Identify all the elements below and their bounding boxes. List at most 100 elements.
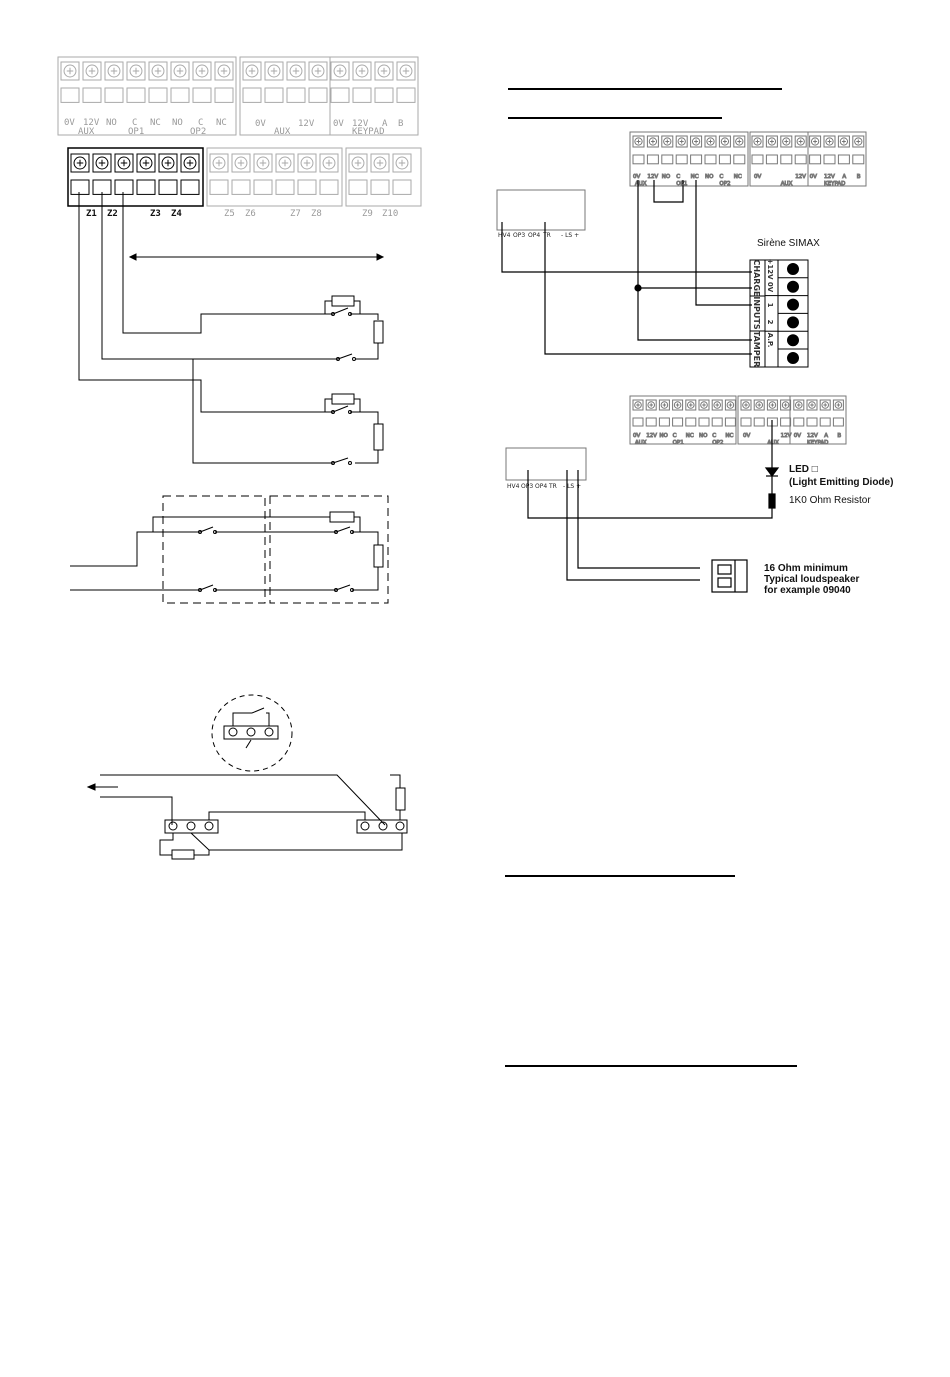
aux-keypad-slot [264,87,284,103]
zone-screw [70,153,90,173]
aux-keypad-screw [286,61,306,81]
terminal-label: 12V [795,174,806,180]
panel-screw [724,399,736,411]
zone-label: Z5 [224,209,235,219]
zone-inactive-slot [231,179,251,195]
zone-label: Z6 [245,209,256,219]
aux-keypad-screw [308,61,328,81]
aux-op-screw [60,61,80,81]
panel-screw [646,135,659,148]
terminal-label: C [712,433,716,439]
svg-text:KEYPAD: KEYPAD [824,181,845,187]
led-description: (Light Emitting Diode) [789,477,893,488]
terminal-group-label: OP2 [190,127,206,137]
panel-screw [690,135,703,148]
terminal-label: A [824,433,828,439]
module-2-label-op4: OP4 [535,483,547,490]
terminal-label: 12V [647,174,658,180]
zone-inactive-slot [253,179,273,195]
panel-slot [718,154,731,165]
zone-inactive-slot [392,179,412,195]
siren-terminal-label: 1 [766,303,774,308]
zone-slot [136,179,156,195]
zone-inactive-screw [275,153,295,173]
terminal-label: NC [691,174,699,180]
siren-group-label: INPUTS [752,296,761,329]
panel-slot [852,154,865,165]
panel-slot [806,417,818,427]
panel-screw [711,399,723,411]
panel-screw [718,135,731,148]
terminal-label: A [382,119,388,129]
aux-op-slot [148,87,168,103]
panel-slot [780,154,793,165]
module-2-label-op3: OP3 [521,483,533,490]
panel-slot [690,154,703,165]
terminal-label: A [842,174,846,180]
panel-screw [823,135,836,148]
panel-slot [632,154,645,165]
expansion-module-2 [506,448,587,481]
aux-op-slot [192,87,212,103]
zone-screw [136,153,156,173]
series-contacts-diagram [70,495,389,604]
panel-slot [793,417,805,427]
panel-screw [632,399,644,411]
aux-op-screw [126,61,146,81]
zone-inactive-screw [319,153,339,173]
terminal-label: NO [172,118,183,128]
siren-terminal-label: +12V [766,258,774,280]
terminal-label: 12V [807,433,818,439]
panel-screw [753,399,765,411]
panel-screw [766,399,778,411]
terminal-label: 0V [633,174,640,180]
module-2-label-tr: TR [548,483,557,490]
panel-slot [698,417,710,427]
zone-label: Z8 [311,209,322,219]
panel-slot [780,417,792,427]
panel-slot [658,417,670,427]
terminal-label: 12V [781,433,792,439]
siren-terminal [787,334,799,347]
panel-slot [819,417,831,427]
panel-slot [733,154,746,165]
panel-screw [765,135,778,148]
terminal-label: C [132,118,137,128]
aux-op-slot [82,87,102,103]
panel-screw [675,135,688,148]
panel-screw [780,135,793,148]
zone-inactive-slot [370,179,390,195]
terminal-group-label: AUX [78,127,95,137]
panel-slot [794,154,807,165]
siren-terminal [787,280,799,293]
panel-screw [704,135,717,148]
terminal-label: NC [725,433,733,439]
panel-slot [740,417,752,427]
aux-op-screw [104,61,124,81]
aux-op-screw [170,61,190,81]
expansion-module-1 [497,190,586,231]
panel-screw [809,135,822,148]
panel-slot [704,154,717,165]
module-2-label-ls: - LS + [563,483,581,490]
panel-slot [661,154,674,165]
panel-slot [837,154,850,165]
zone-screw [158,153,178,173]
panel-screw [819,399,831,411]
panel-slot [753,417,765,427]
zone-screw [92,153,112,173]
zone-wiring [78,192,385,465]
siren-terminal-label: 0V [766,282,774,293]
panel-slot [809,154,822,165]
zone-screw [180,153,200,173]
heading-rules [505,88,797,1067]
terminal-label: 0V [794,433,801,439]
resistor-label: 1K0 Ohm Resistor [789,495,871,506]
aux-keypad-screw [374,61,394,81]
zone-inactive-screw [253,153,273,173]
aux-op-screw [148,61,168,81]
svg-text:KEYPAD: KEYPAD [807,440,828,446]
